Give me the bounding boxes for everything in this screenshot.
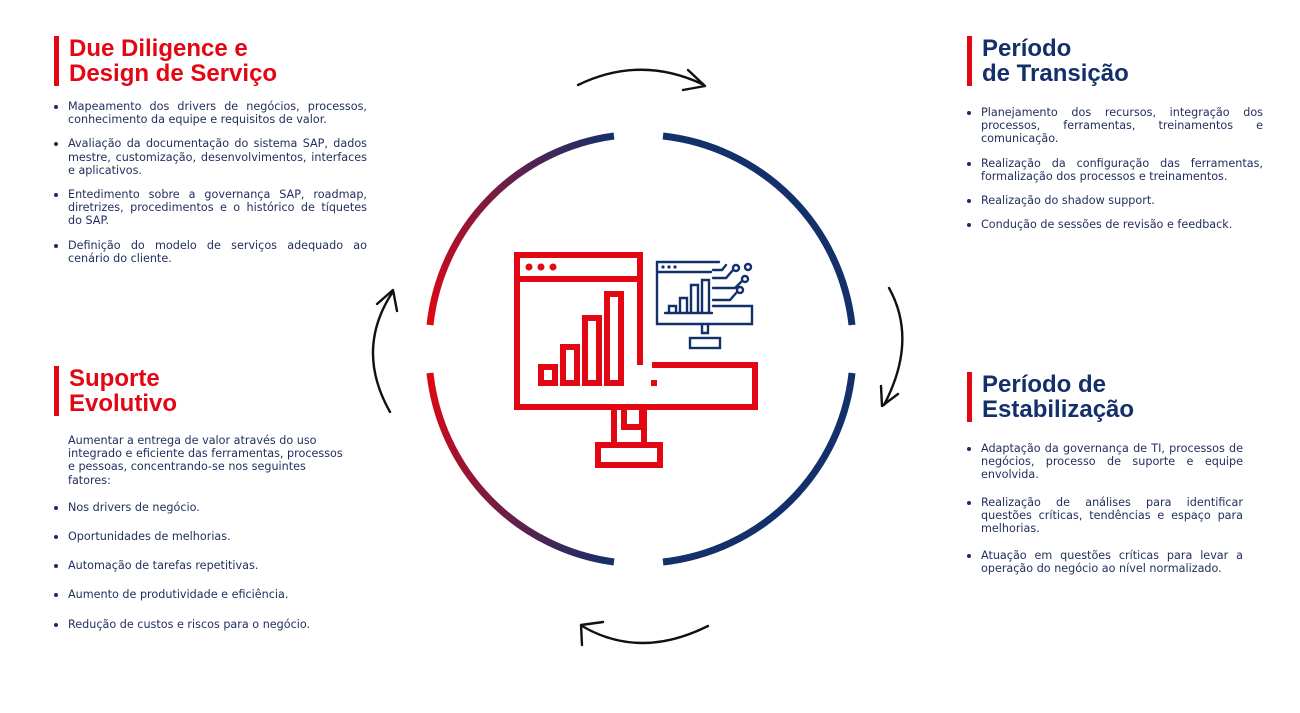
list-item: Oportunidades de melhorias. xyxy=(54,530,344,543)
heading-line: Período xyxy=(982,35,1072,62)
monitor-circuit-icon xyxy=(655,260,754,350)
list-item: Definição do modelo de serviços adequado… xyxy=(54,239,367,265)
list-item: Aumento de produtividade e eficiência. xyxy=(54,588,344,601)
list-item: Condução de sessões de revisão e feedbac… xyxy=(967,218,1263,231)
list-item: Realização de análises para identificar … xyxy=(967,496,1243,536)
intro-text: Aumentar a entrega de valor através do u… xyxy=(68,434,343,487)
list-item: Automação de tarefas repetitivas. xyxy=(54,559,344,572)
heading-line: Due Diligence e xyxy=(69,35,248,62)
list-item: Redução de custos e riscos para o negóci… xyxy=(54,618,344,631)
bullet-list: Nos drivers de negócio. Oportunidades de… xyxy=(54,501,344,631)
ring-arc-bottom-left xyxy=(426,372,615,566)
list-item: Entedimento sobre a governança SAP, road… xyxy=(54,188,367,228)
ring-arc-top-left xyxy=(426,132,615,326)
panel-periodo-estabilizacao: Período de Estabilização Adaptação da go… xyxy=(967,372,1243,587)
cycle-arrow-icon xyxy=(371,288,399,414)
list-item: Realização da configuração das ferrament… xyxy=(967,157,1263,183)
panel-due-diligence: Due Diligence e Design de Serviço Mapeam… xyxy=(54,36,367,276)
bullet-list: Planejamento dos recursos, integração do… xyxy=(967,106,1263,231)
list-item: Realização do shadow support. xyxy=(967,194,1263,207)
panel-suporte-evolutivo: Suporte Evolutivo Aumentar a entrega de … xyxy=(54,366,344,647)
cycle-arrow-icon xyxy=(579,620,710,647)
list-item: Mapeamento dos drivers de negócios, proc… xyxy=(54,100,367,126)
cycle-arrow-icon xyxy=(576,68,707,92)
list-item: Avaliação da documentação do sistema SAP… xyxy=(54,137,367,177)
ring-arc-bottom-right xyxy=(662,372,856,566)
bullet-list: Mapeamento dos drivers de negócios, proc… xyxy=(54,100,367,265)
heading-line: Período de xyxy=(982,371,1107,398)
heading-line: Evolutivo xyxy=(69,390,178,417)
list-item: Atuação em questões críticas para levar … xyxy=(967,549,1243,575)
heading-line: de Transição xyxy=(982,60,1129,87)
panel-heading: Suporte Evolutivo xyxy=(54,366,344,416)
list-item: Nos drivers de negócio. xyxy=(54,501,344,514)
panel-periodo-transicao: Período de Transição Planejamento dos re… xyxy=(967,36,1263,242)
heading-line: Estabilização xyxy=(982,396,1135,423)
ring-arc-top-right xyxy=(662,132,856,326)
heading-line: Suporte xyxy=(69,365,160,392)
heading-line: Design de Serviço xyxy=(69,60,278,87)
panel-heading: Período de Transição xyxy=(967,36,1263,86)
panel-heading: Due Diligence e Design de Serviço xyxy=(54,36,367,86)
cycle-arrow-icon xyxy=(879,286,904,408)
bullet-list: Adaptação da governança de TI, processos… xyxy=(967,442,1243,576)
list-item: Planejamento dos recursos, integração do… xyxy=(967,106,1263,146)
panel-heading: Período de Estabilização xyxy=(967,372,1243,422)
list-item: Adaptação da governança de TI, processos… xyxy=(967,442,1243,482)
computer-chart-icon xyxy=(514,252,758,468)
